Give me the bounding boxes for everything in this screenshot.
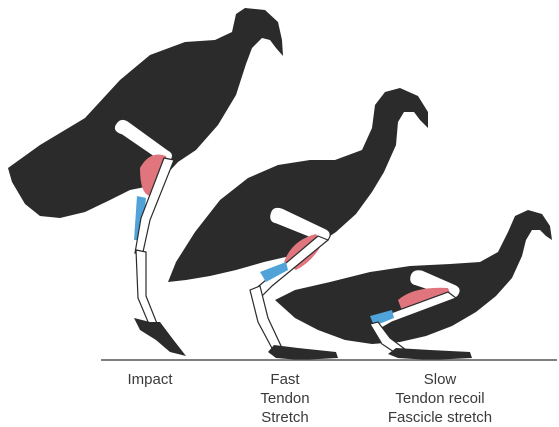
caption-slow-line-3: Fascicle stretch (370, 408, 510, 427)
caption-fast: Fast Tendon Stretch (240, 370, 330, 427)
bird-impact (8, 8, 283, 356)
bird-fast-foot (268, 345, 338, 360)
bird-impact-foot (134, 318, 186, 356)
caption-slow: Slow Tendon recoil Fascicle stretch (370, 370, 510, 427)
bird-fast-tarsus (250, 286, 282, 352)
caption-slow-line-2: Tendon recoil (370, 389, 510, 408)
caption-slow-line-1: Slow (370, 370, 510, 389)
bird-impact-tarsus (136, 250, 158, 329)
caption-impact: Impact (105, 370, 195, 389)
caption-fast-line-3: Stretch (240, 408, 330, 427)
caption-fast-line-1: Fast (240, 370, 330, 389)
caption-impact-line-1: Impact (105, 370, 195, 389)
bird-slow-foot (388, 348, 472, 360)
caption-fast-line-2: Tendon (240, 389, 330, 408)
